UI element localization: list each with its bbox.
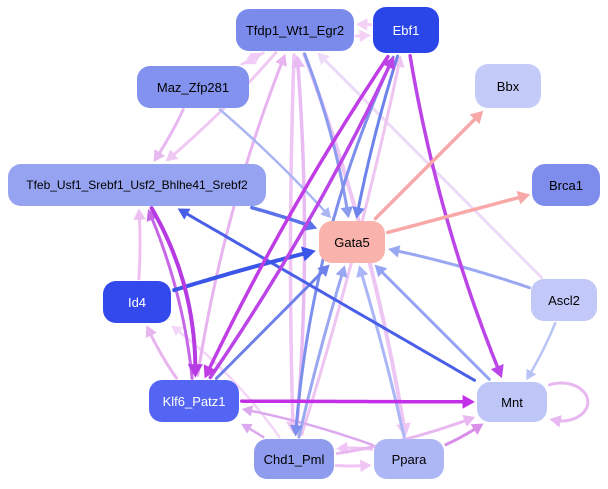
arrowhead-chd1-tfdp [291, 55, 305, 68]
edge-chd1-ppara [334, 464, 363, 468]
arrowhead-ascl2-tfdp [317, 52, 330, 65]
edge-maz-tfdp [240, 55, 256, 66]
arrowhead-klf6-id4 [145, 325, 157, 338]
arrowhead-ppara-klf6 [241, 405, 253, 417]
arrowhead-klf6-gata5 [317, 264, 330, 277]
edge-klf6-id4 [149, 333, 178, 380]
arrowhead-chd1-mnt [462, 415, 476, 427]
arrowhead-maz-tfdp [250, 52, 262, 63]
arrowhead-maz-tfeb [153, 149, 165, 162]
arrowhead-klf6-tfeb [146, 209, 159, 222]
edge-tfeb-gata5 [250, 205, 309, 227]
edge-maz-tfeb [157, 108, 185, 155]
arrowhead-mnt-gata5 [374, 264, 388, 278]
arrowhead-tfdp-tfeb [165, 149, 179, 162]
edge-gata5-brca1 [385, 195, 522, 235]
arrowhead-tfdp-ebf1 [359, 29, 371, 43]
arrowhead-mnt-tfeb [177, 208, 191, 220]
arrowhead-ebf1-tfdp [356, 18, 368, 31]
edge-chd1-klf6 [248, 427, 265, 439]
edge-chd1-gata5 [297, 274, 343, 439]
arrowhead-chd1-klf6 [241, 423, 253, 434]
arrowhead-ppara-gata5 [356, 265, 369, 278]
edge-id4-tfeb [137, 216, 142, 281]
edge-ppara-klf6 [249, 409, 374, 447]
arrowhead-gata5-brca1 [516, 191, 531, 205]
edge-ebf1-klf6 [207, 54, 390, 371]
edge-ascl2-mnt [529, 322, 557, 374]
edge-mnt-tfeb [185, 212, 476, 382]
edge-ppara-mnt [444, 427, 477, 447]
arrowhead-mnt-mnt [549, 415, 562, 428]
edge-mnt-mnt [548, 381, 590, 423]
arrowhead-tfdp-gata5 [340, 206, 353, 219]
edge-ebf1-mnt [408, 53, 499, 368]
edge-mnt-gata5 [381, 271, 491, 381]
edge-ascl2-gata5 [397, 249, 531, 290]
edge-maz-gata5 [218, 108, 327, 213]
arrowhead-ebf1-chd1 [290, 424, 303, 437]
edge-ebf1-gata5 [357, 54, 400, 210]
arrowhead-chd1-id4 [171, 325, 183, 337]
edge-tfdp-chd1 [288, 53, 296, 425]
arrowhead-klf6-ebf1 [382, 56, 395, 71]
arrowhead-ppara-mnt [470, 423, 484, 435]
edge-id4-gata5 [172, 251, 306, 293]
arrowhead-ebf1-gata5 [352, 206, 365, 219]
edge-tfdp-tfeb [172, 51, 278, 156]
edge-tfeb-klf6 [149, 206, 198, 368]
arrowhead-ebf1-mnt [490, 364, 504, 379]
arrowhead-ebf1-klf6 [203, 364, 217, 379]
arrowhead-maz-gata5 [320, 207, 332, 219]
arrowhead-id4-tfeb [133, 208, 146, 220]
edge-tfdp-gata5 [303, 52, 349, 209]
arrowhead-ascl2-mnt [526, 368, 537, 381]
arrowhead-klf6-tfdp [275, 53, 287, 67]
arrowhead-ascl2-gata5 [388, 245, 401, 258]
edge-klf6-ebf1 [208, 63, 392, 380]
edge-gata5-bbx [373, 116, 478, 221]
edge-klf6-mnt [239, 399, 467, 404]
arrowhead-klf6-mnt [462, 394, 475, 409]
edge-klf6-tfdp [196, 61, 284, 377]
edge-klf6-tfeb [150, 217, 194, 380]
edge-ppara-gata5 [360, 274, 406, 439]
arrowhead-id4-gata5 [301, 246, 316, 262]
arrowhead-gata5-bbx [469, 110, 484, 125]
arrowhead-tfeb-klf6 [187, 364, 203, 378]
edge-klf6-gata5 [214, 271, 324, 380]
arrowhead-chd1-gata5 [335, 265, 348, 278]
edge-chd1-ebf1 [300, 64, 400, 436]
arrowhead-chd1-ppara [360, 459, 372, 473]
